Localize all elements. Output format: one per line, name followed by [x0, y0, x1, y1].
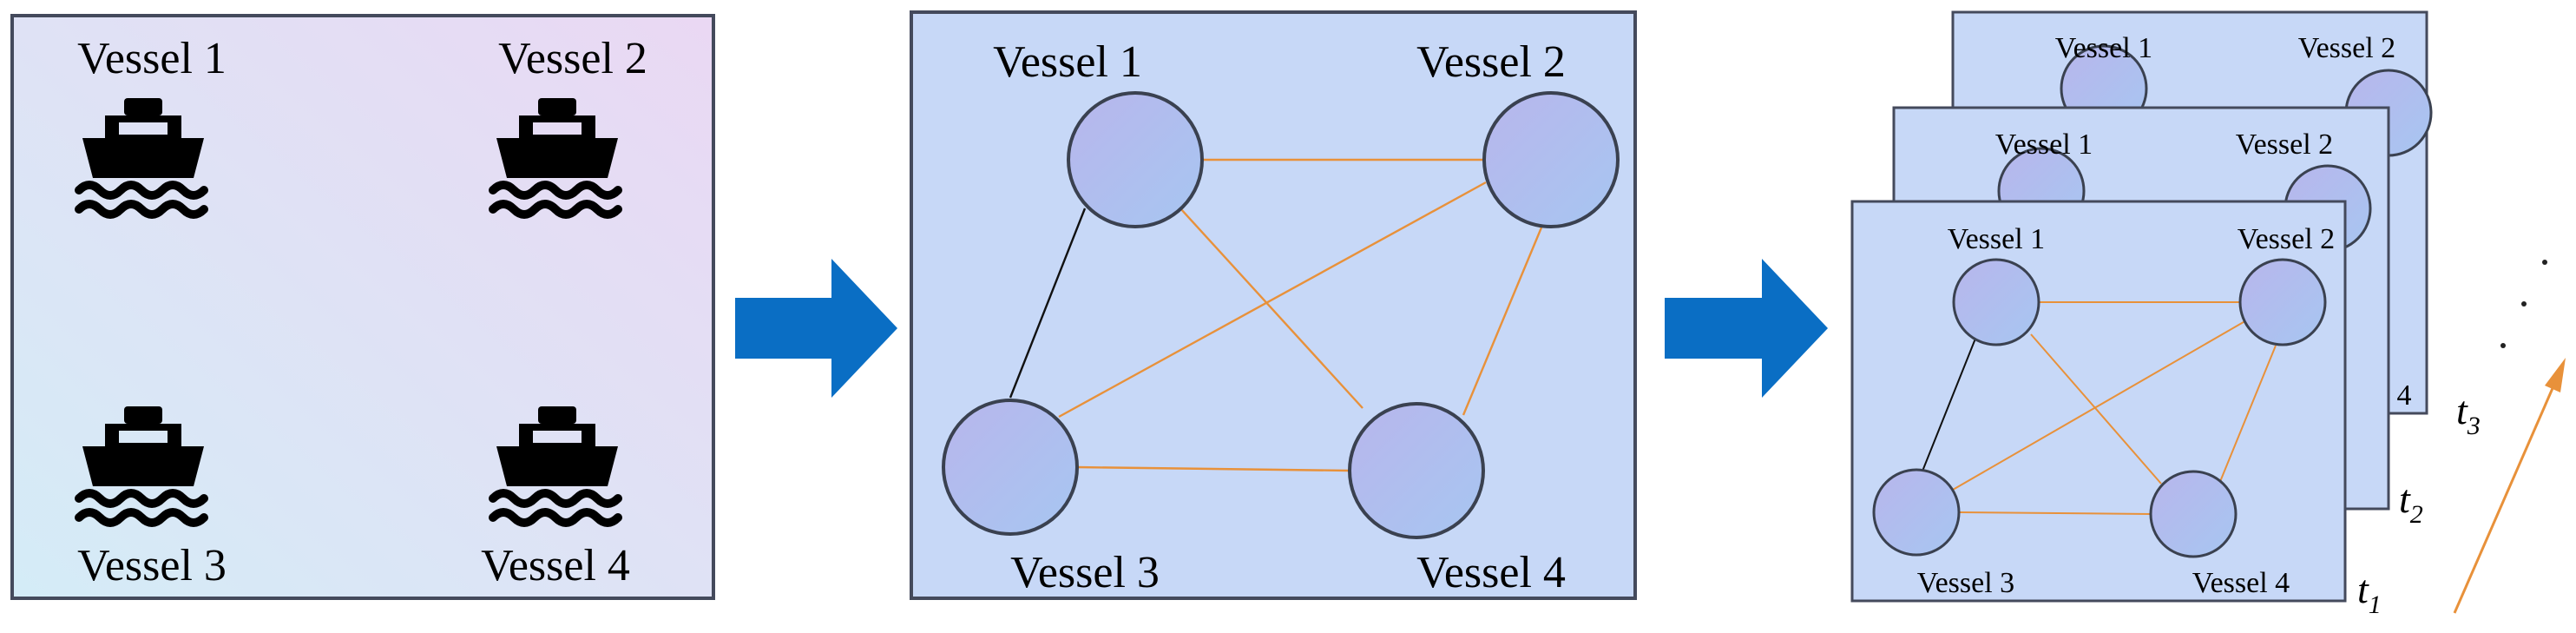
time-label-t1: t1 — [2357, 567, 2382, 619]
vessel-graph-panel: Vessel 1 Vessel 2 Vessel 3 Vessel 4 — [910, 10, 1637, 600]
vessel-2-label: Vessel 2 — [2298, 32, 2395, 64]
time-label-t2: t2 — [2399, 477, 2423, 529]
vessel-3-node — [942, 399, 1079, 536]
edge-1-3 — [1919, 329, 1980, 478]
graph-nodes — [942, 91, 1620, 539]
vessel-4-label: Vessel 4 — [2192, 567, 2290, 599]
vessel-3-node — [1872, 468, 1961, 557]
vessel-1-node — [1952, 258, 2040, 346]
time-direction-arrow — [2453, 358, 2566, 614]
vessel-1-label: Vessel 1 — [1995, 129, 2093, 161]
vessel-4-label: Vessel 4 — [1416, 548, 1566, 597]
edge-1-4 — [1180, 208, 1364, 409]
process-arrow — [735, 259, 897, 398]
continuation-dots — [2500, 260, 2547, 348]
edge-2-4 — [1462, 227, 1543, 416]
vessel-1-label: Vessel 1 — [1948, 223, 2045, 255]
vessel-2-node — [1482, 91, 1620, 228]
vessel-2-label: Vessel 2 — [1416, 37, 1566, 87]
vessel-1-label: Vessel 1 — [77, 34, 227, 83]
vessel-1-label: Vessel 1 — [993, 37, 1142, 87]
edge-1-3 — [1009, 208, 1087, 399]
vessel-2-label: Vessel 2 — [2236, 129, 2333, 161]
edge-2-3 — [1952, 319, 2249, 491]
edge-1-4 — [2030, 333, 2162, 485]
graph-frame-t1: Vessel 1 Vessel 2 Vessel 3 Vessel 4 t1 — [1850, 200, 2382, 619]
vessel-4-label: Vessel 4 — [481, 541, 630, 590]
raw-vessels-panel: Vessel 1 Vessel 2 Vessel 3 Vessel 4 — [10, 14, 715, 600]
vessel-2-node — [2238, 258, 2327, 346]
vessel-4-node — [2149, 470, 2238, 558]
vessel-3-label: Vessel 3 — [1917, 567, 2014, 599]
vessel-4-node — [1348, 402, 1485, 539]
process-arrow — [1665, 259, 1828, 398]
temporal-graph-stack: Vessel 1 Vessel 2 4 t3 Vessel 1 Vessel 2… — [1850, 10, 2566, 619]
vessel-3-label: Vessel 3 — [77, 541, 227, 590]
edge-2-3 — [1058, 181, 1487, 419]
vessel-3-label: Vessel 3 — [1010, 548, 1160, 597]
vessel-4-label-partial: 4 — [2397, 379, 2412, 412]
vessel-2-label: Vessel 2 — [498, 34, 647, 83]
edge-3-4 — [1075, 465, 1350, 472]
vessel-2-label: Vessel 2 — [2238, 223, 2335, 255]
time-label-t3: t3 — [2456, 388, 2481, 440]
edge-2-4 — [2218, 345, 2277, 485]
graph-edges — [1919, 301, 2277, 515]
vessel-1-node — [1067, 91, 1204, 228]
vessel-1-label: Vessel 1 — [2055, 32, 2152, 64]
graph-edges — [1009, 158, 1543, 472]
edge-3-4 — [1959, 511, 2152, 515]
panel-background — [10, 14, 715, 600]
